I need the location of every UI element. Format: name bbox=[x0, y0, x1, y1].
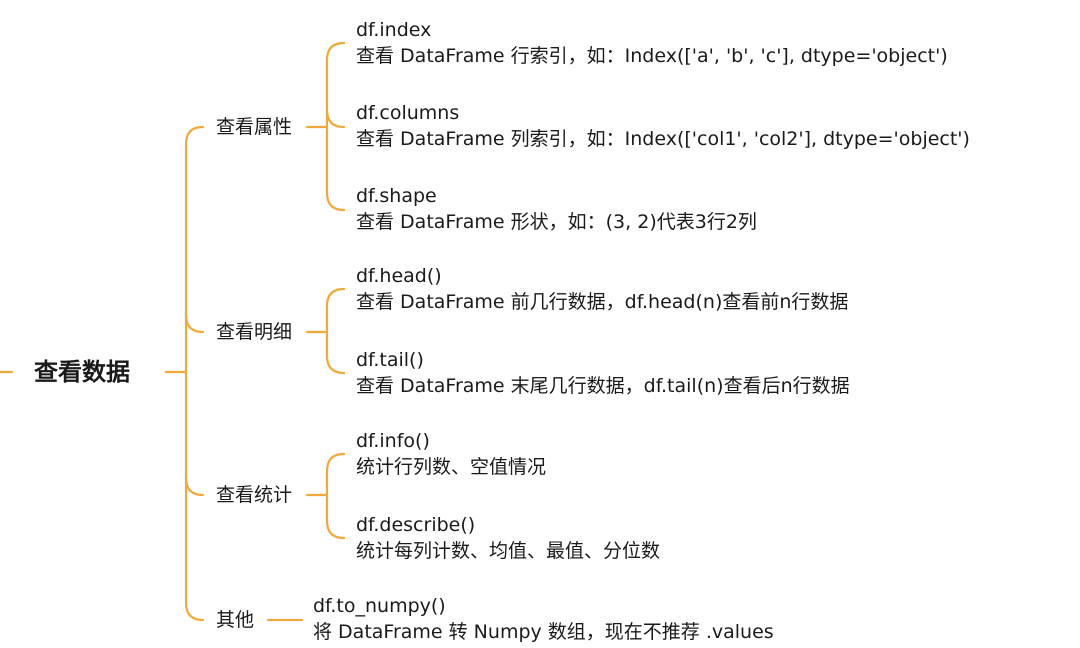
leaf-desc-df-to-numpy: 将 DataFrame 转 Numpy 数组，现在不推荐 .values bbox=[313, 621, 774, 643]
leaf-desc-df-info: 统计行列数、空值情况 bbox=[356, 456, 547, 478]
leaf-title-df-info: df.info() bbox=[356, 430, 430, 452]
leaf-desc-df-tail: 查看 DataFrame 末尾几行数据，df.tail(n)查看后n行数据 bbox=[356, 375, 850, 397]
branch-label-details: 查看明细 bbox=[216, 321, 293, 343]
leaf-title-df-head: df.head() bbox=[356, 265, 442, 287]
leaf-desc-df-index: 查看 DataFrame 行索引，如：Index(['a', 'b', 'c']… bbox=[356, 45, 948, 67]
branch-3-bracket bbox=[325, 452, 346, 540]
branch-label-statistics: 查看统计 bbox=[216, 484, 293, 506]
leaf-title-df-describe: df.describe() bbox=[356, 514, 476, 536]
branch-label-attributes: 查看属性 bbox=[216, 116, 293, 138]
leaf-desc-df-shape: 查看 DataFrame 形状，如：(3, 2)代表3行2列 bbox=[356, 211, 757, 233]
spine-branch-2 bbox=[184, 313, 205, 334]
branch-2-bracket bbox=[325, 287, 346, 375]
branch-label-other: 其他 bbox=[216, 609, 255, 631]
root-node: 查看数据 bbox=[34, 358, 130, 386]
leaf-desc-df-columns: 查看 DataFrame 列索引，如：Index(['col1', 'col2'… bbox=[356, 128, 970, 150]
leaf-title-df-columns: df.columns bbox=[356, 102, 460, 124]
leaf-desc-df-describe: 统计每列计数、均值、最值、分位数 bbox=[356, 540, 661, 562]
spine-branch-3 bbox=[184, 476, 205, 497]
main-spine bbox=[184, 125, 205, 622]
leaf-title-df-tail: df.tail() bbox=[356, 349, 424, 371]
leaf-title-df-index: df.index bbox=[356, 19, 432, 41]
leaf-title-df-to-numpy: df.to_numpy() bbox=[313, 595, 446, 617]
branch-1-bracket bbox=[325, 41, 346, 212]
leaf-title-df-shape: df.shape bbox=[356, 185, 437, 207]
leaf-desc-df-head: 查看 DataFrame 前几行数据，df.head(n)查看前n行数据 bbox=[356, 291, 849, 313]
